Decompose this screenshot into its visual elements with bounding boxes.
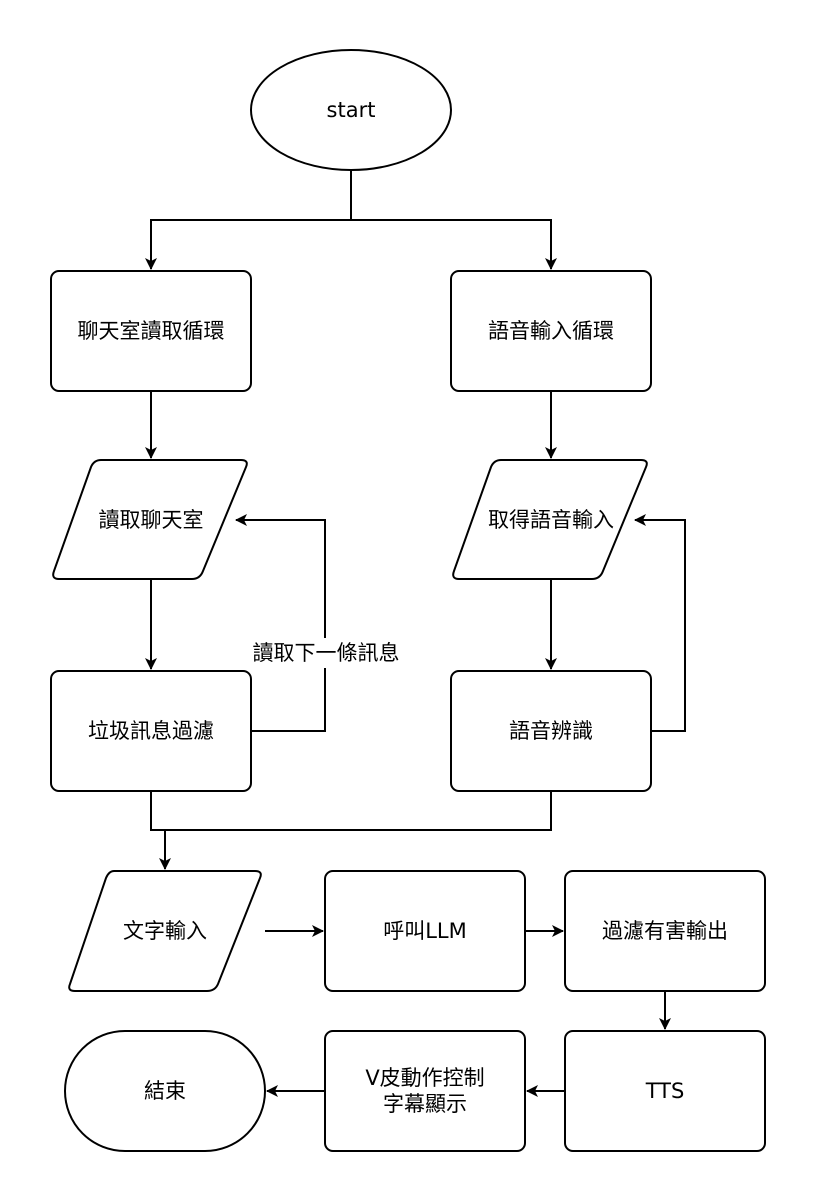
filter-output-node-label: 過濾有害輸出	[602, 919, 728, 943]
speech-recognition-node-label: 語音辨識	[509, 719, 593, 743]
get-voice-node-label: 取得語音輸入	[488, 508, 614, 532]
text-input-node-label: 文字輸入	[123, 919, 207, 943]
chat-loop-node-label: 聊天室讀取循環	[77, 319, 225, 343]
spam-filter-node-label: 垃圾訊息過濾	[88, 719, 214, 743]
get-voice-node-shape	[452, 459, 648, 580]
vtuber-node-label-line-2: 字幕顯示	[383, 1092, 467, 1116]
call-llm-node-label: 呼叫LLM	[383, 919, 467, 943]
vtuber-node-label: V皮動作控制 字幕顯示	[325, 1061, 525, 1121]
edge-start-to-voice-loop	[351, 219, 557, 270]
read-chat-node-shape	[52, 459, 248, 580]
voice-loop-node-label: 語音輸入循環	[488, 319, 614, 343]
edge-spam-filter-loop-back	[235, 514, 326, 732]
edge-start-to-chat-loop	[145, 170, 352, 270]
end-node-label: 結束	[144, 1079, 186, 1103]
start-node-label: start	[326, 98, 376, 122]
end-node-shape	[64, 1030, 266, 1152]
vtuber-node-label-line-1: V皮動作控制	[365, 1066, 485, 1090]
read-chat-node-label: 讀取聊天室	[98, 508, 204, 532]
read-next-edge-label: 讀取下一條訊息	[236, 638, 416, 668]
tts-node-label: TTS	[645, 1079, 685, 1103]
edge-speech-recognition-loop-back	[634, 514, 686, 732]
text-input-node-shape	[68, 870, 262, 992]
edge-spam-filter-to-text-input	[150, 791, 171, 870]
edge-speech-recognition-to-text-input	[165, 791, 552, 831]
